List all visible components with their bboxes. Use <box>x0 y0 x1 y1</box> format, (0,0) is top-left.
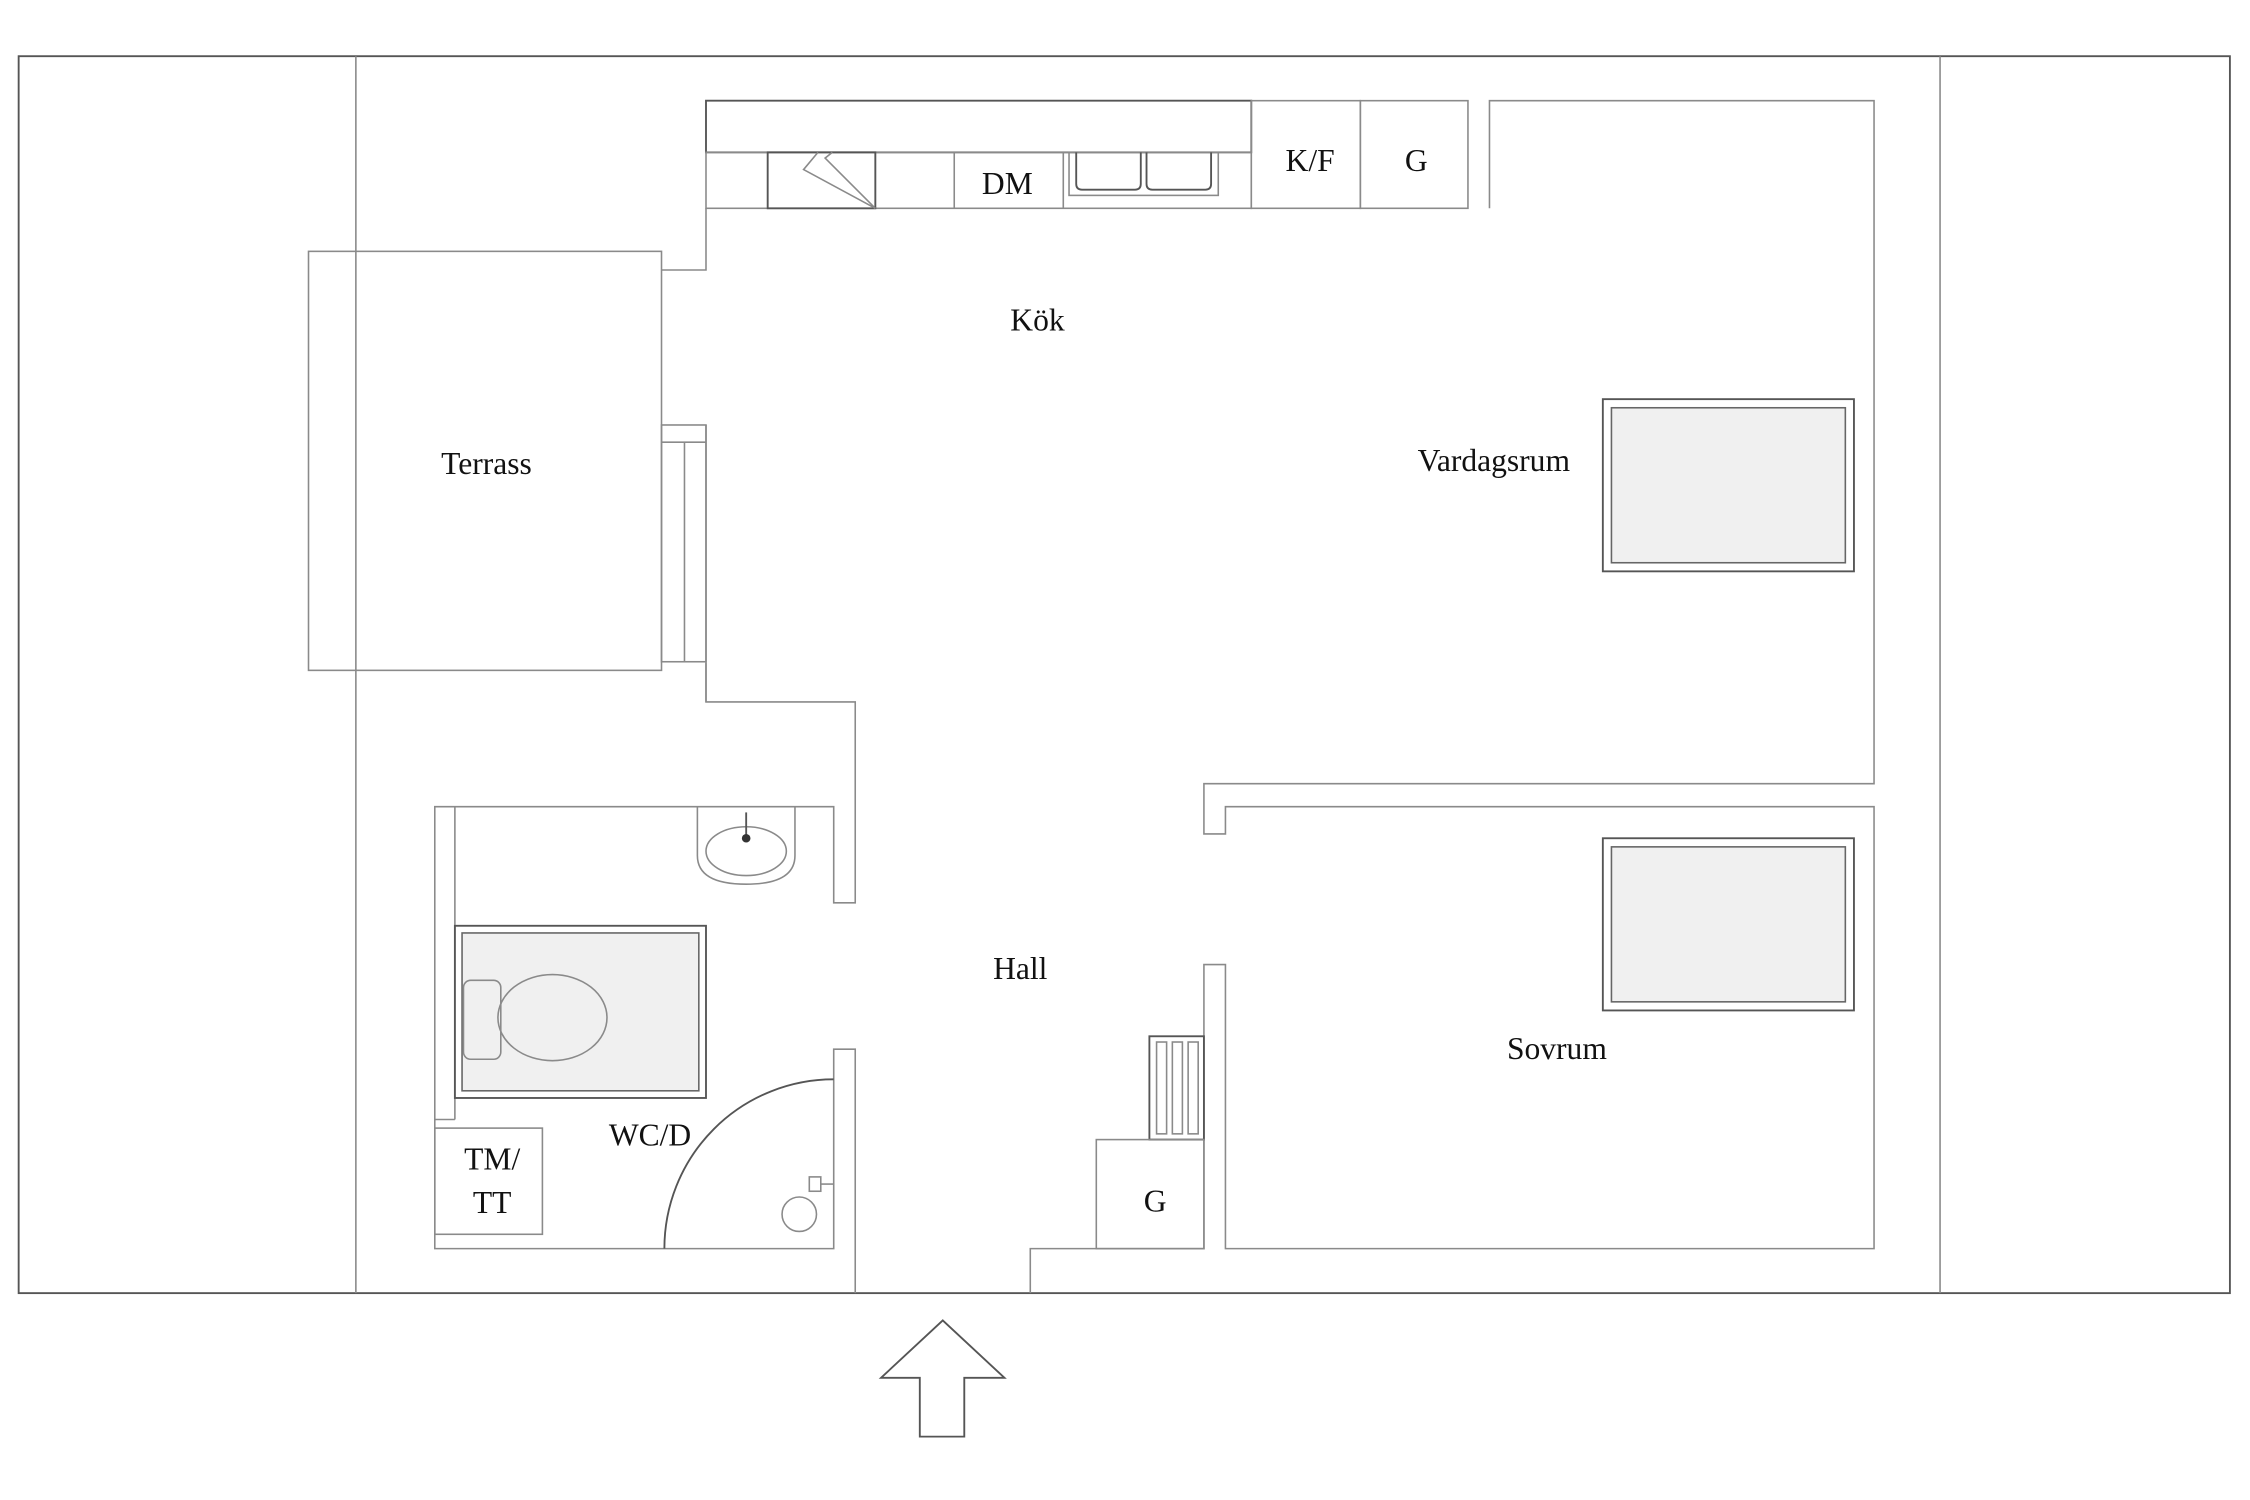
room-label-hall: Hall <box>993 951 1048 986</box>
hall-closet-label: G <box>1144 1183 1167 1218</box>
window <box>660 424 707 663</box>
dishwasher-label: DM <box>982 166 1033 201</box>
bed-icon <box>1601 837 1855 1012</box>
kitchen-closet-label: G <box>1405 143 1428 178</box>
shower-icon <box>663 1078 834 1249</box>
kitchen-counter: DM K/F G <box>705 99 1469 210</box>
laundry-box <box>434 1127 544 1236</box>
room-label-terrace: Terrass <box>441 446 532 481</box>
stove-icon <box>766 151 877 210</box>
entrance-arrow-icon <box>878 1319 1007 1438</box>
toilet-icon <box>453 924 707 1099</box>
laundry-label-2: TT <box>473 1185 512 1220</box>
fridge-freezer-label: K/F <box>1286 143 1335 178</box>
radiator-icon <box>1148 1035 1205 1141</box>
sink-icon <box>696 806 796 885</box>
room-label-bedroom: Sovrum <box>1507 1031 1607 1066</box>
hall-closet <box>1095 1138 1205 1250</box>
room-label-bathroom: WC/D <box>609 1117 691 1152</box>
kitchen-sink-icon <box>1068 151 1220 197</box>
bed-icon <box>1601 398 1855 573</box>
walls <box>434 99 1875 1294</box>
outer-building <box>17 55 2231 1295</box>
room-label-kitchen: Kök <box>1010 302 1065 337</box>
room-label-living-room: Vardagsrum <box>1418 443 1571 478</box>
laundry-label-1: TM/ <box>464 1142 520 1177</box>
